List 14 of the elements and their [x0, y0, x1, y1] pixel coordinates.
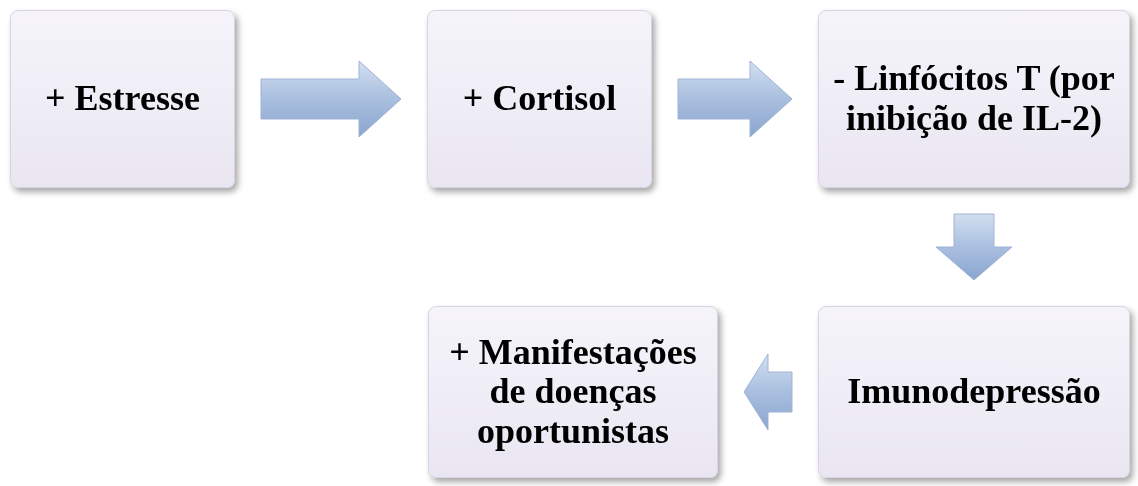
block-arrow: [743, 353, 793, 431]
box-text: - Linfócitos T (por inibição de IL-2): [832, 59, 1116, 139]
box-text: Imunodepressão: [847, 372, 1101, 412]
box-text: + Estresse: [45, 79, 200, 119]
block-arrow: [935, 213, 1013, 281]
process-box: [818, 306, 1130, 478]
process-box: [428, 306, 718, 478]
box-text: + Manifestações de doenças oportunistas: [448, 332, 698, 452]
process-box: [427, 10, 652, 188]
process-box: [818, 10, 1130, 188]
block-arrow: [260, 60, 402, 138]
box-text: + Cortisol: [462, 79, 617, 119]
process-box: [10, 10, 235, 188]
block-arrow: [677, 60, 793, 138]
